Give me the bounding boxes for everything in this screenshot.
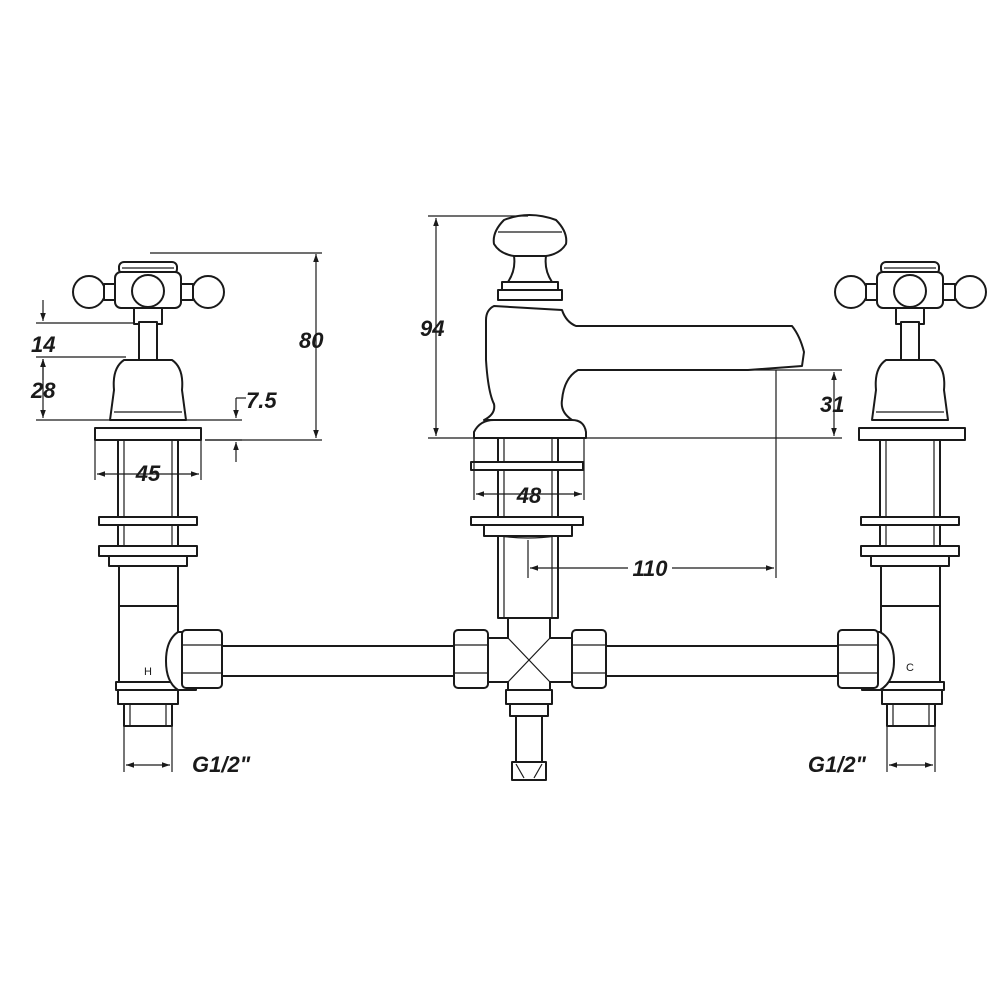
hot-body bbox=[117, 439, 179, 561]
dim-left-thread: G1/2" bbox=[123, 726, 251, 777]
tee-outlet-pipe bbox=[515, 715, 543, 763]
tee-outlet-fitting bbox=[511, 761, 547, 781]
cold-tail-nut-top bbox=[879, 681, 945, 691]
hot-flange bbox=[94, 427, 202, 441]
manifold bbox=[165, 617, 895, 781]
cold-marking: C bbox=[906, 662, 914, 674]
cold-cross-handle bbox=[834, 261, 987, 309]
dim-spout-width-label: 48 bbox=[516, 483, 542, 508]
hot-pipe bbox=[221, 645, 455, 677]
cold-pipe bbox=[605, 645, 839, 677]
tee-right-nut bbox=[571, 629, 607, 689]
hot-shroud bbox=[109, 359, 187, 421]
dim-shroud: 28 bbox=[30, 359, 110, 421]
spout-backnut bbox=[483, 524, 573, 537]
cold-spindle-stem bbox=[900, 321, 920, 361]
left-thread-label: G1/2" bbox=[192, 752, 251, 777]
cold-flange bbox=[858, 427, 966, 441]
cold-union-nut bbox=[837, 629, 879, 689]
cold-shroud bbox=[871, 359, 949, 421]
dim-valve-height-label: 80 bbox=[299, 328, 324, 353]
spout-body bbox=[483, 305, 805, 421]
dim-spout-projection-label: 110 bbox=[632, 556, 668, 581]
right-thread-label: G1/2" bbox=[808, 752, 867, 777]
dim-spout-width: 48 bbox=[473, 438, 585, 508]
hot-spindle-stem bbox=[138, 321, 158, 361]
cold-valve: C bbox=[834, 261, 987, 727]
cold-tail-nut bbox=[881, 689, 943, 705]
cold-tail bbox=[886, 703, 936, 727]
dim-flange-label: 7.5 bbox=[246, 388, 277, 413]
dim-valve-width-label: 45 bbox=[135, 461, 161, 486]
cold-body bbox=[879, 439, 941, 561]
hot-union-nut bbox=[181, 629, 223, 689]
spout-collar bbox=[497, 289, 563, 301]
dim-shroud-label: 28 bbox=[30, 378, 56, 403]
spout-knob-collar bbox=[501, 281, 559, 291]
spout-lower-washer bbox=[470, 516, 584, 526]
hot-lower-body bbox=[118, 565, 179, 607]
spout bbox=[470, 214, 805, 619]
dim-spout-height-label: 94 bbox=[420, 316, 444, 341]
dim-spout-outlet: 31 bbox=[586, 369, 844, 439]
hot-washer bbox=[98, 516, 198, 526]
dim-right-thread: G1/2" bbox=[808, 726, 936, 777]
tee-outlet-nut bbox=[505, 689, 553, 705]
spout-upper-washer bbox=[470, 461, 584, 471]
hot-cross-handle bbox=[72, 261, 225, 309]
cold-backnut-washer bbox=[860, 545, 960, 557]
spout-base bbox=[473, 419, 587, 439]
dim-flange: 7.5 bbox=[186, 388, 277, 462]
dim-spout-projection: 110 bbox=[527, 370, 777, 581]
dim-spindle: 14 bbox=[31, 300, 134, 380]
hot-valve: H bbox=[72, 261, 225, 727]
cold-backnut bbox=[870, 555, 950, 567]
spout-knob bbox=[492, 214, 568, 257]
tee-left-nut bbox=[453, 629, 489, 689]
hot-tail bbox=[123, 703, 173, 727]
hot-backnut bbox=[108, 555, 188, 567]
hot-tail-nut bbox=[117, 689, 179, 705]
cold-lower-body bbox=[880, 565, 941, 607]
dim-spout-height: 94 bbox=[420, 215, 528, 439]
spout-knob-neck bbox=[507, 255, 553, 283]
hot-marking: H bbox=[144, 666, 152, 678]
tee-body bbox=[487, 617, 573, 691]
tee-outlet-collar bbox=[509, 703, 549, 717]
dim-spindle-label: 14 bbox=[31, 332, 55, 357]
dim-valve-width: 45 bbox=[94, 440, 202, 486]
cold-washer bbox=[860, 516, 960, 526]
hot-backnut-washer bbox=[98, 545, 198, 557]
dim-spout-outlet-label: 31 bbox=[820, 392, 844, 417]
